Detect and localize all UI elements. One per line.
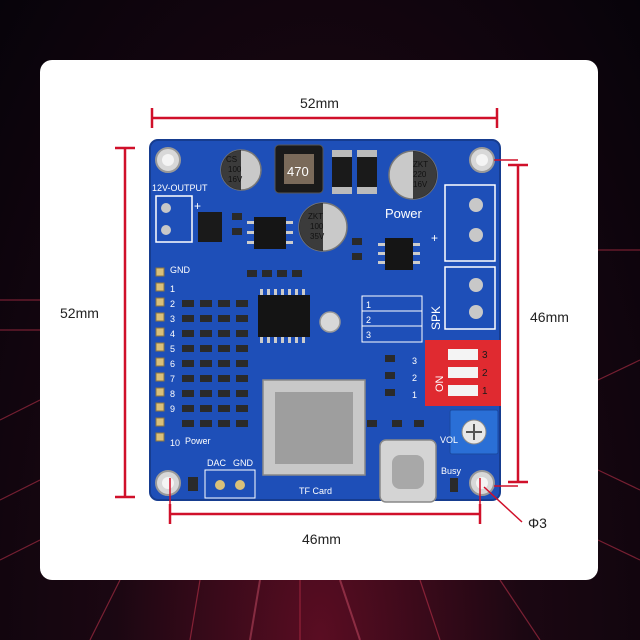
- label-on: ON: [434, 375, 446, 392]
- label-vol: VOL: [440, 435, 458, 445]
- label-power: Power: [385, 206, 423, 221]
- smd-resistors: [182, 213, 424, 427]
- pin-label-7: 7: [170, 374, 175, 384]
- cap1-line3: 16V: [228, 175, 243, 184]
- ic-chip: [254, 217, 286, 249]
- label-power-small: Power: [185, 436, 211, 446]
- cap2-line3: 35V: [310, 232, 325, 241]
- label-busy: Busy: [441, 466, 462, 476]
- label-plus: +: [194, 199, 201, 213]
- dimension-lines: [115, 108, 528, 524]
- amp-ic: [385, 238, 413, 270]
- pin-header: [155, 267, 165, 442]
- label-tf-card: TF Card: [299, 486, 332, 496]
- mounting-hole-center: [319, 311, 341, 333]
- side-num-2: 2: [412, 373, 417, 383]
- pin-label-3: 3: [170, 314, 175, 324]
- capacitor-cs100: [220, 149, 262, 191]
- pin-label-8: 8: [170, 389, 175, 399]
- side-num-3: 3: [412, 356, 417, 366]
- cap3-line2: 220: [413, 170, 427, 179]
- output-terminal: [155, 195, 193, 243]
- dim-right-height: 46mm: [530, 309, 569, 325]
- diode: [332, 150, 352, 194]
- label-spk: SPK: [429, 306, 443, 330]
- label-plus-2: +: [431, 231, 438, 245]
- pin-label-6: 6: [170, 359, 175, 369]
- label-12v-output: 12V-OUTPUT: [152, 183, 208, 193]
- dip-num-2: 2: [482, 368, 488, 379]
- pin-label-4: 4: [170, 329, 175, 339]
- mode-table: [361, 295, 423, 343]
- cap2-line1: ZKT: [308, 212, 323, 221]
- label-dac: DAC: [207, 458, 227, 468]
- diode: [357, 150, 377, 194]
- dim-bottom-width: 46mm: [302, 531, 341, 547]
- cap2-line2: 100: [310, 222, 324, 231]
- dim-hole-diameter: Φ3: [528, 515, 547, 531]
- label-gnd-small: GND: [233, 458, 254, 468]
- pin-label-1: 1: [170, 284, 175, 294]
- cap3-line1: ZKT: [413, 160, 428, 169]
- dim-top-width: 52mm: [300, 95, 339, 111]
- cap1-line2: 100: [228, 165, 242, 174]
- dip-num-3: 3: [482, 350, 488, 361]
- regulator-ic: [198, 212, 222, 242]
- dip-num-1: 1: [482, 386, 488, 397]
- decoder-chip: [258, 295, 310, 337]
- cap1-line1: CS: [226, 155, 237, 164]
- speaker-terminal: [444, 266, 496, 330]
- table-num-3: 3: [366, 330, 371, 340]
- label-gnd: GND: [170, 265, 191, 275]
- table-num-1: 1: [366, 300, 371, 310]
- capacitor-zkt220: [388, 150, 438, 200]
- table-num-2: 2: [366, 315, 371, 325]
- dac-gnd-pads: [204, 469, 256, 499]
- pin-label-5: 5: [170, 344, 175, 354]
- speaker-terminal: [444, 184, 496, 262]
- dim-left-height: 52mm: [60, 305, 99, 321]
- pin-label-9: 9: [170, 404, 175, 414]
- side-num-1: 1: [412, 390, 417, 400]
- mounting-holes: [155, 147, 495, 496]
- capacitor-zkt100: [298, 202, 348, 252]
- cap3-line3: 16V: [413, 180, 428, 189]
- pin-label-10: 10: [170, 438, 180, 448]
- label-inductor: 470: [287, 164, 309, 179]
- pin-label-2: 2: [170, 299, 175, 309]
